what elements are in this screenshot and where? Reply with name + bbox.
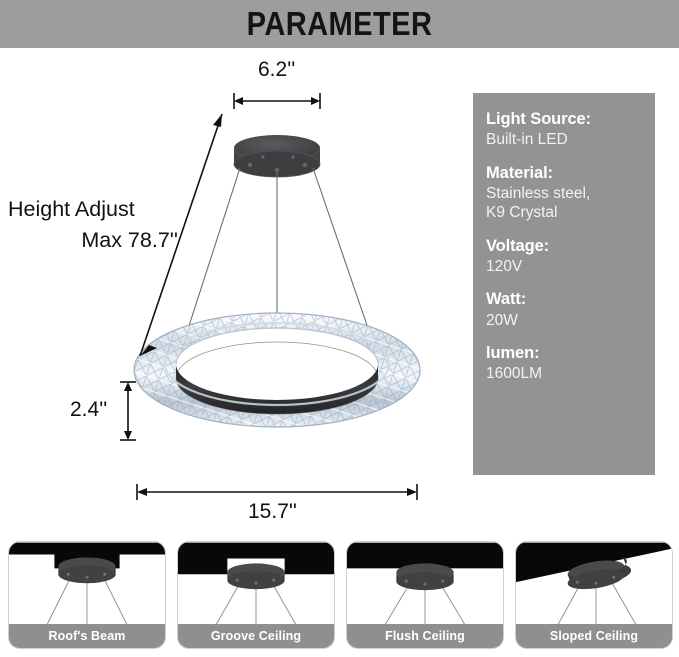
specification-panel: Light Source: Built-in LED Material: Sta… (473, 93, 655, 475)
dimension-label-canopy-width: 6.2'' (258, 58, 296, 81)
spec-value: 20W (486, 311, 518, 329)
dimension-label-ring-diameter: 15.7'' (248, 500, 297, 523)
spec-label: Material: (486, 163, 553, 182)
mount-thumb-label: Flush Ceiling (347, 624, 503, 648)
spec-value: 1600LM (486, 365, 543, 383)
spec-row-voltage: Voltage: 120V (486, 236, 641, 277)
spec-label: Voltage: (486, 236, 550, 255)
dimension-ring-height (120, 381, 136, 441)
mount-thumb-label: Roof's Beam (9, 624, 165, 648)
spec-value: 120V (486, 257, 523, 275)
spec-label: Watt: (486, 290, 527, 309)
page-title: PARAMETER (246, 5, 433, 42)
mount-thumb-label: Groove Ceiling (178, 624, 334, 648)
mount-type-gallery: Roof's Beam Groove Ceiling (0, 539, 679, 657)
height-adjust-line2: Max 78.7'' (81, 228, 178, 253)
dimension-height-adjust (139, 113, 223, 357)
product-illustration (120, 93, 421, 500)
spec-row-watt: Watt: 20W (486, 289, 641, 330)
crystal-ring (133, 312, 421, 428)
height-adjust-line1: Height Adjust (8, 197, 135, 221)
spec-value: Built-in LED (486, 131, 568, 149)
dimension-label-height-adjust: Height Adjust Max 78.7'' (8, 194, 186, 256)
spec-label: lumen: (486, 344, 540, 363)
spec-value: Stainless steel, K9 Crystal (486, 184, 591, 222)
dimension-canopy-width (233, 93, 321, 109)
spec-row-light-source: Light Source: Built-in LED (486, 109, 641, 150)
canopy (233, 135, 321, 178)
mount-thumb-groove-ceiling[interactable]: Groove Ceiling (177, 541, 335, 649)
mount-thumb-flush-ceiling[interactable]: Flush Ceiling (346, 541, 504, 649)
mount-thumb-roofs-beam[interactable]: Roof's Beam (8, 541, 166, 649)
mount-thumb-sloped-ceiling[interactable]: Sloped Ceiling (515, 541, 673, 649)
mount-thumb-label: Sloped Ceiling (516, 624, 672, 648)
dimension-label-ring-height: 2.4'' (70, 398, 108, 421)
dimension-ring-diameter (136, 484, 418, 500)
spec-row-material: Material: Stainless steel, K9 Crystal (486, 163, 641, 223)
header-banner: PARAMETER (0, 0, 679, 48)
spec-label: Light Source: (486, 110, 592, 128)
spec-row-lumen: lumen: 1600LM (486, 343, 641, 384)
